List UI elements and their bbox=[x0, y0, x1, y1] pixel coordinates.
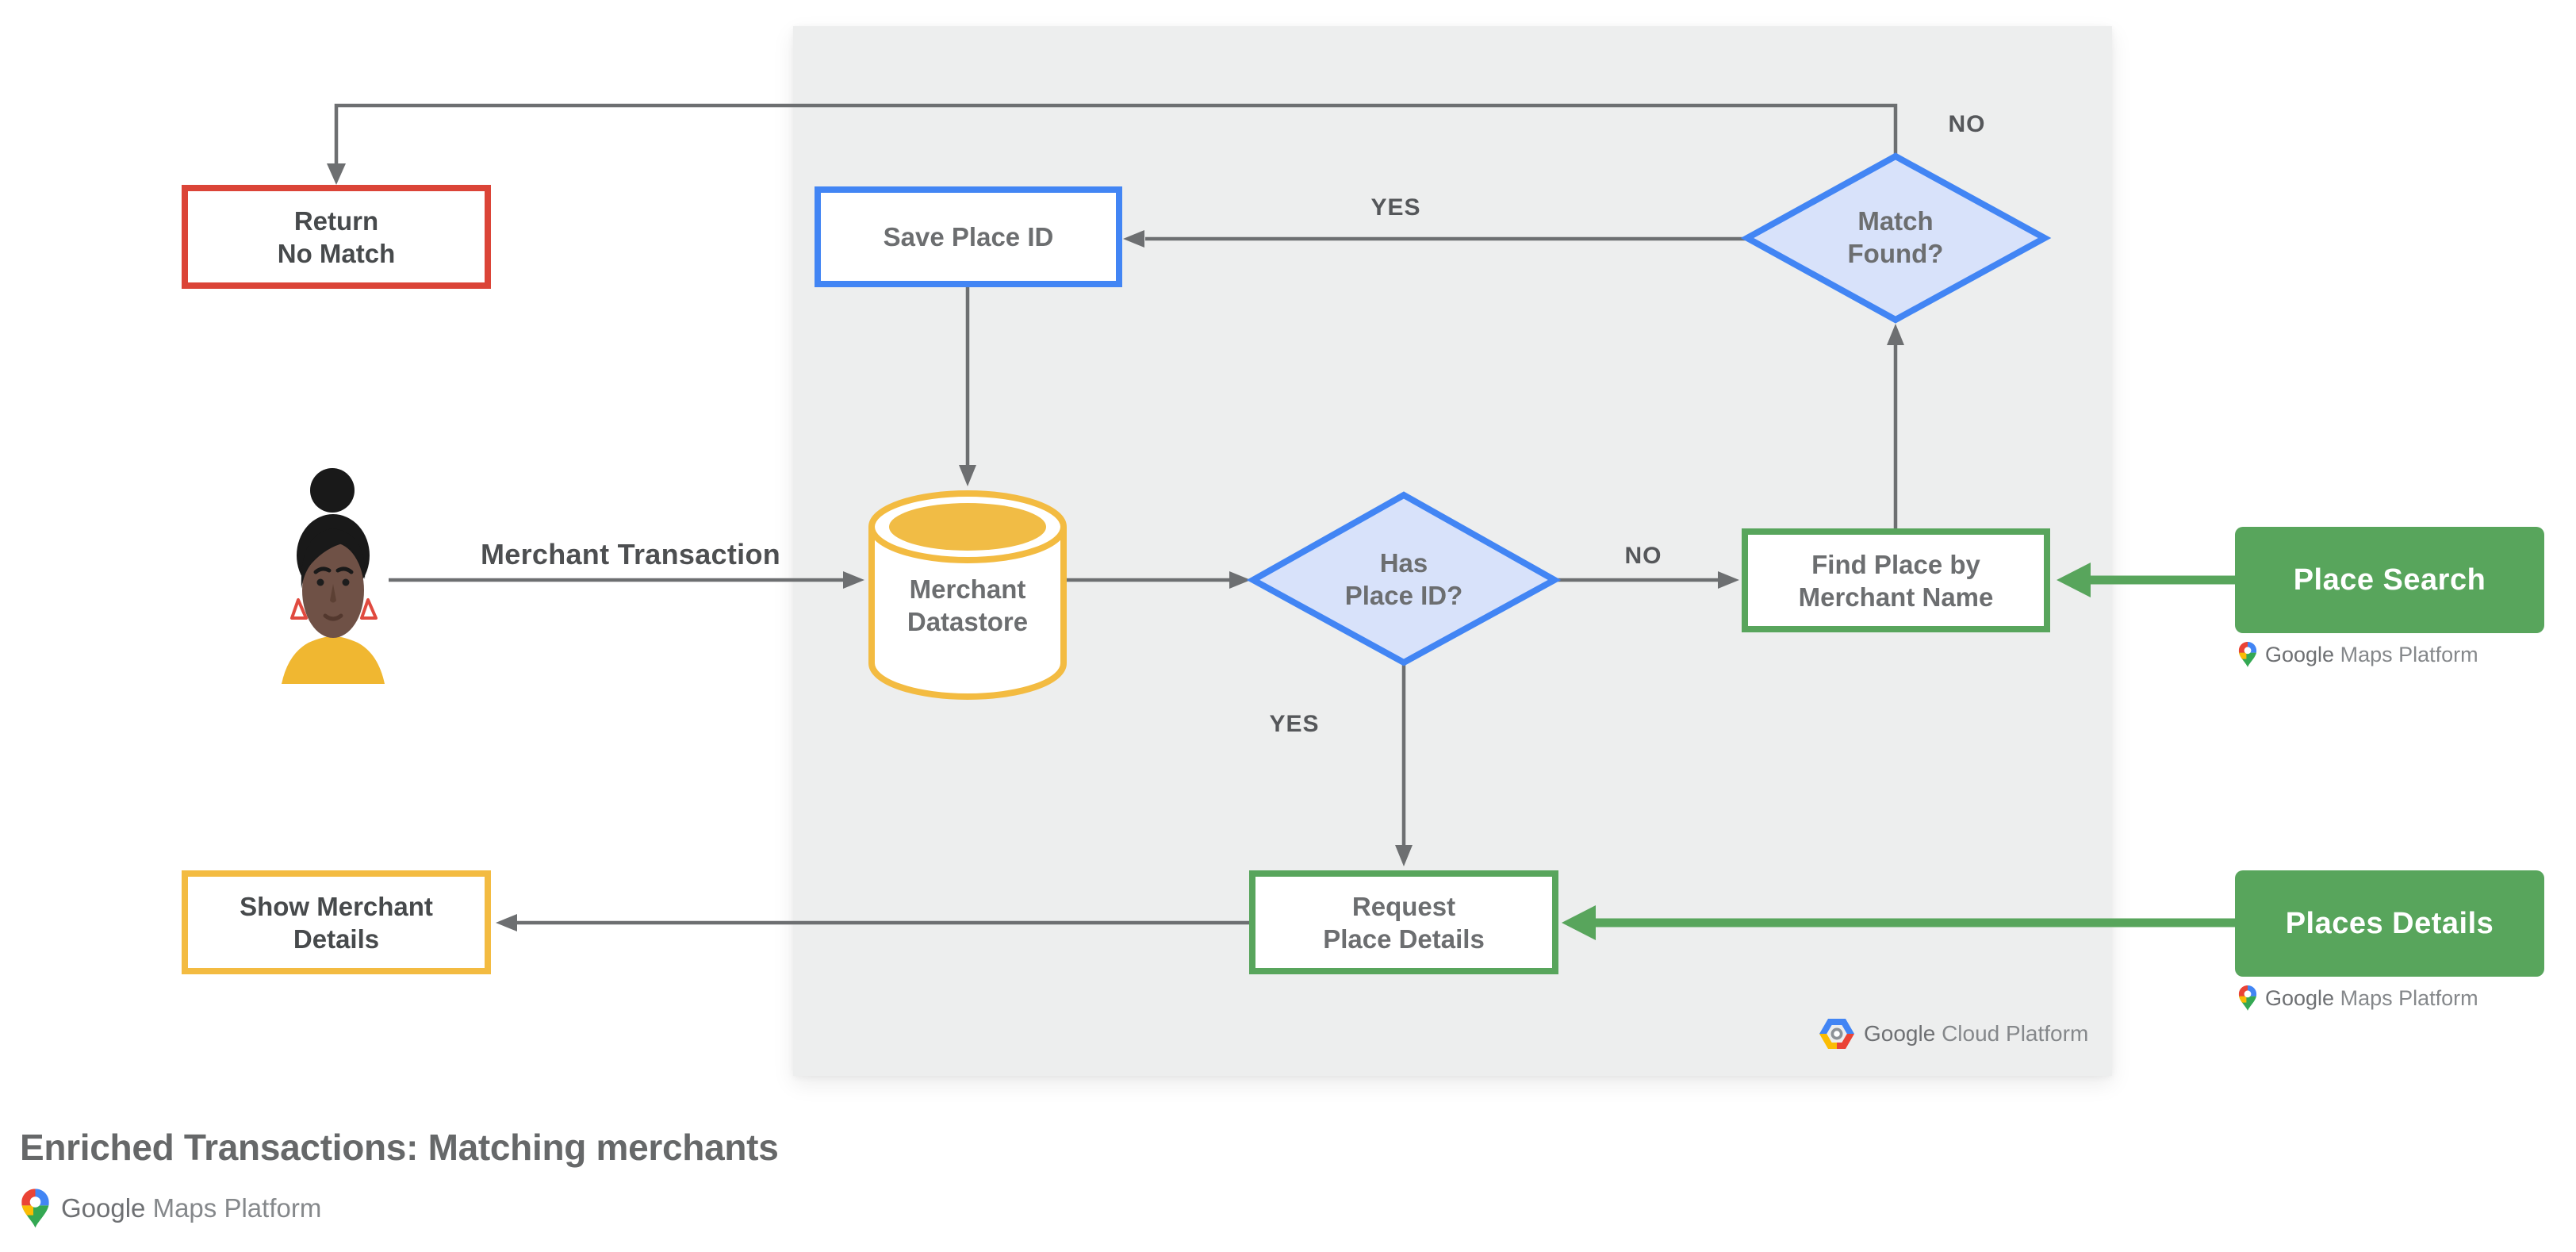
return-no-match-label-line2: No Match bbox=[277, 238, 396, 268]
maps-platform-logo-places-details: Google Maps Platform bbox=[2238, 981, 2478, 1015]
merchant-user-avatar bbox=[282, 468, 385, 684]
arrowhead-into-show-details bbox=[496, 914, 517, 931]
find-place-box: Find Place by Merchant Name bbox=[1742, 528, 2050, 632]
show-details-label-line2: Details bbox=[293, 924, 380, 954]
has-place-id-label: Has Place ID? bbox=[1344, 548, 1463, 610]
page-title: Enriched Transactions: Matching merchant… bbox=[20, 1127, 779, 1168]
place-search-label: Place Search bbox=[2293, 563, 2486, 597]
map-pin-icon bbox=[21, 1188, 50, 1229]
places-details-button: Places Details bbox=[2235, 870, 2544, 977]
logo-brand: Google bbox=[2265, 985, 2335, 1010]
has-place-id-diamond bbox=[1246, 491, 1562, 666]
place-search-button: Place Search bbox=[2235, 527, 2544, 633]
arrowhead-into-has-place-id bbox=[1229, 571, 1251, 589]
edge-no-to-return bbox=[334, 103, 1898, 165]
request-place-details-box: Request Place Details bbox=[1249, 870, 1558, 974]
request-details-label-line2: Place Details bbox=[1323, 924, 1485, 954]
logo-product: Maps Platform bbox=[2340, 642, 2478, 666]
find-place-label-line1: Find Place by bbox=[1811, 549, 1980, 579]
merchant-datastore-label: Merchant Datastore bbox=[907, 574, 1029, 636]
logo-product: Maps Platform bbox=[2340, 985, 2478, 1010]
logo-brand: Google bbox=[1864, 1021, 1936, 1046]
yes-label-has-place-id: YES bbox=[1269, 711, 1320, 737]
save-place-id-box: Save Place ID bbox=[815, 186, 1122, 287]
maps-platform-logo-place-search: Google Maps Platform bbox=[2238, 638, 2478, 671]
arrowhead-into-find-place bbox=[1718, 571, 1739, 589]
places-details-label: Places Details bbox=[2285, 906, 2494, 940]
arrowhead-into-datastore-top bbox=[959, 465, 976, 486]
arrowhead-into-request-details bbox=[1395, 845, 1413, 866]
no-label-has-place-id: NO bbox=[1624, 543, 1662, 569]
logo-brand: Google bbox=[61, 1193, 146, 1223]
merchant-datastore-cylinder bbox=[868, 490, 1067, 700]
yes-label-match-found: YES bbox=[1370, 194, 1421, 221]
save-place-id-label: Save Place ID bbox=[883, 222, 1054, 252]
return-no-match-label-line1: Return bbox=[293, 205, 379, 236]
maps-platform-logo-footer: Google Maps Platform bbox=[21, 1185, 321, 1231]
logo-product: Maps Platform bbox=[152, 1193, 322, 1223]
show-merchant-details-box: Show Merchant Details bbox=[182, 870, 491, 974]
arrowhead-into-datastore-left bbox=[843, 571, 864, 589]
find-place-label-line2: Merchant Name bbox=[1798, 582, 1994, 612]
logo-product: Cloud Platform bbox=[1942, 1021, 2089, 1046]
map-pin-icon bbox=[2238, 641, 2257, 668]
merchant-transaction-label: Merchant Transaction bbox=[480, 538, 781, 570]
arrowhead-into-match-found bbox=[1887, 324, 1904, 345]
match-found-label: Match Found? bbox=[1847, 206, 1944, 268]
map-pin-icon bbox=[2238, 985, 2257, 1012]
show-details-label-line1: Show Merchant bbox=[240, 891, 433, 921]
gcp-hexagon-icon bbox=[1819, 1018, 1854, 1050]
google-cloud-platform-logo: Google Cloud Platform bbox=[1819, 1016, 2088, 1051]
logo-brand: Google bbox=[2265, 642, 2335, 666]
arrowhead-place-search bbox=[2057, 563, 2091, 597]
arrowhead-into-save bbox=[1123, 230, 1144, 248]
arrowhead-places-details bbox=[1562, 905, 1596, 940]
match-found-diamond bbox=[1740, 152, 2052, 324]
arrowhead-into-return bbox=[327, 163, 346, 185]
no-label-match-found: NO bbox=[1948, 111, 1986, 137]
return-no-match-box: Return No Match bbox=[182, 185, 491, 289]
request-details-label-line1: Request bbox=[1351, 891, 1456, 921]
